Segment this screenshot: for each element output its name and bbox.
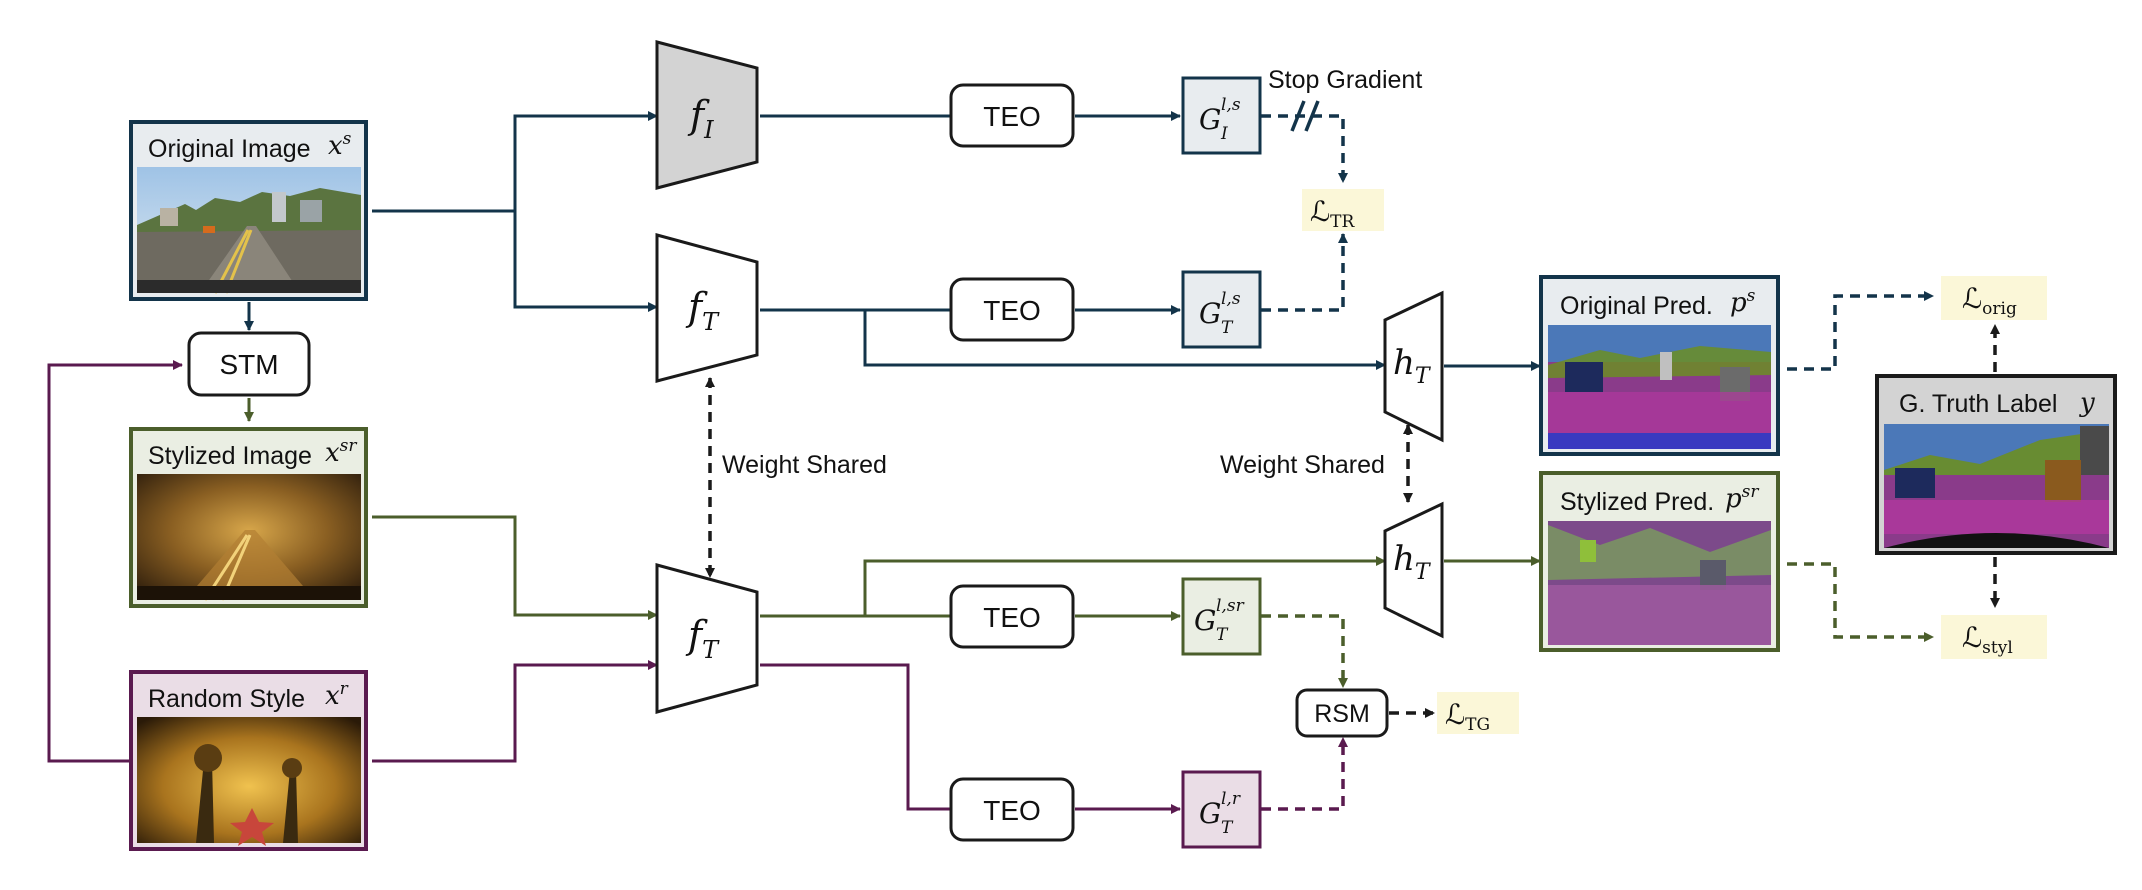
image-encoder-fI: fI <box>655 40 759 190</box>
svg-text:l,s: l,s <box>1221 289 1241 309</box>
rsm-block: RSM <box>1295 688 1389 738</box>
weight-shared-label-encoders: Weight Shared <box>722 451 887 479</box>
ground-truth-title: G. Truth Label <box>1899 390 2057 418</box>
teo-block-2: TEO <box>949 277 1075 342</box>
svg-text:ℒorig: ℒorig <box>1962 282 2017 319</box>
svg-text:ℒstyl: ℒstyl <box>1962 621 2013 658</box>
random-style-title: Random Style <box>148 685 305 713</box>
stm-label: STM <box>219 349 278 380</box>
original-image-panel: Original Image xs <box>129 120 368 301</box>
loss-TR: ℒTR <box>1302 189 1384 232</box>
stylized-image-symbol: xsr <box>325 436 357 468</box>
random-style-panel: Random Style xr <box>129 670 368 851</box>
svg-text:l,r: l,r <box>1221 789 1241 809</box>
svg-text:l,sr: l,sr <box>1216 596 1245 616</box>
head-hT-top: hT <box>1383 290 1444 443</box>
stylized-pred-title: Stylized Pred. <box>1560 488 1714 516</box>
gram-matrix-GI-s: G l,s I <box>1181 76 1262 155</box>
stylized-pred-panel: Stylized Pred. psr <box>1539 471 1780 652</box>
segmentation-stylized-thumbnail <box>1548 521 1771 645</box>
loss-orig: ℒorig <box>1941 276 2047 320</box>
weight-shared-label-heads: Weight Shared <box>1220 451 1385 479</box>
svg-text:G: G <box>1194 604 1216 637</box>
rsm-label: RSM <box>1314 700 1370 728</box>
stm-block: STM <box>187 331 311 397</box>
original-pred-symbol: ps <box>1730 286 1756 318</box>
svg-text:T: T <box>1221 818 1234 838</box>
task-encoder-fT-top: fT <box>655 233 759 383</box>
svg-text:hT: hT <box>1393 343 1432 389</box>
stop-gradient-label: Stop Gradient <box>1268 66 1422 94</box>
loss-TG: ℒTG <box>1437 692 1519 735</box>
teo-block-3: TEO <box>949 584 1075 649</box>
original-pred-title: Original Pred. <box>1560 292 1713 320</box>
gram-matrix-GT-sr: G l,sr T <box>1181 577 1262 656</box>
svg-text:l,s: l,s <box>1221 95 1241 115</box>
teo-block-4: TEO <box>949 777 1075 842</box>
svg-text:hT: hT <box>1393 539 1432 585</box>
road-photo-thumbnail <box>137 167 361 294</box>
original-image-symbol: xs <box>328 129 352 161</box>
stylized-image-title: Stylized Image <box>148 442 312 470</box>
random-style-symbol: xr <box>325 679 349 711</box>
connections <box>47 100 2000 814</box>
svg-text:TEO: TEO <box>983 795 1041 826</box>
loss-styl: ℒstyl <box>1941 615 2047 659</box>
svg-text:G: G <box>1199 297 1221 330</box>
svg-text:ℒTG: ℒTG <box>1445 698 1490 735</box>
head-hT-bottom: hT <box>1383 501 1444 639</box>
svg-text:G: G <box>1199 103 1221 136</box>
ground-truth-panel: G. Truth Label y <box>1875 374 2117 555</box>
gram-matrix-GT-r: G l,r T <box>1181 770 1262 849</box>
ground-truth-thumbnail <box>1884 424 2109 548</box>
svg-text:TEO: TEO <box>983 101 1041 132</box>
random-style-thumbnail <box>137 717 361 846</box>
svg-text:TEO: TEO <box>983 602 1041 633</box>
svg-text:TEO: TEO <box>983 295 1041 326</box>
teo-block-1: TEO <box>949 83 1075 148</box>
stylized-photo-thumbnail <box>137 474 361 601</box>
ground-truth-symbol: y <box>2079 388 2095 418</box>
svg-text:G: G <box>1199 797 1221 830</box>
stylized-pred-symbol: psr <box>1725 482 1759 514</box>
stylized-image-panel: Stylized Image xsr <box>129 427 368 608</box>
svg-text:T: T <box>1216 625 1229 645</box>
segmentation-original-thumbnail <box>1548 325 1771 449</box>
gram-matrix-GT-s: G l,s T <box>1181 270 1262 349</box>
original-image-title: Original Image <box>148 135 311 163</box>
svg-text:T: T <box>1221 318 1234 338</box>
svg-text:I: I <box>1220 124 1228 144</box>
task-encoder-fT-bottom: fT <box>655 563 759 714</box>
original-pred-panel: Original Pred. ps <box>1539 275 1780 456</box>
svg-text:ℒTR: ℒTR <box>1310 195 1356 232</box>
